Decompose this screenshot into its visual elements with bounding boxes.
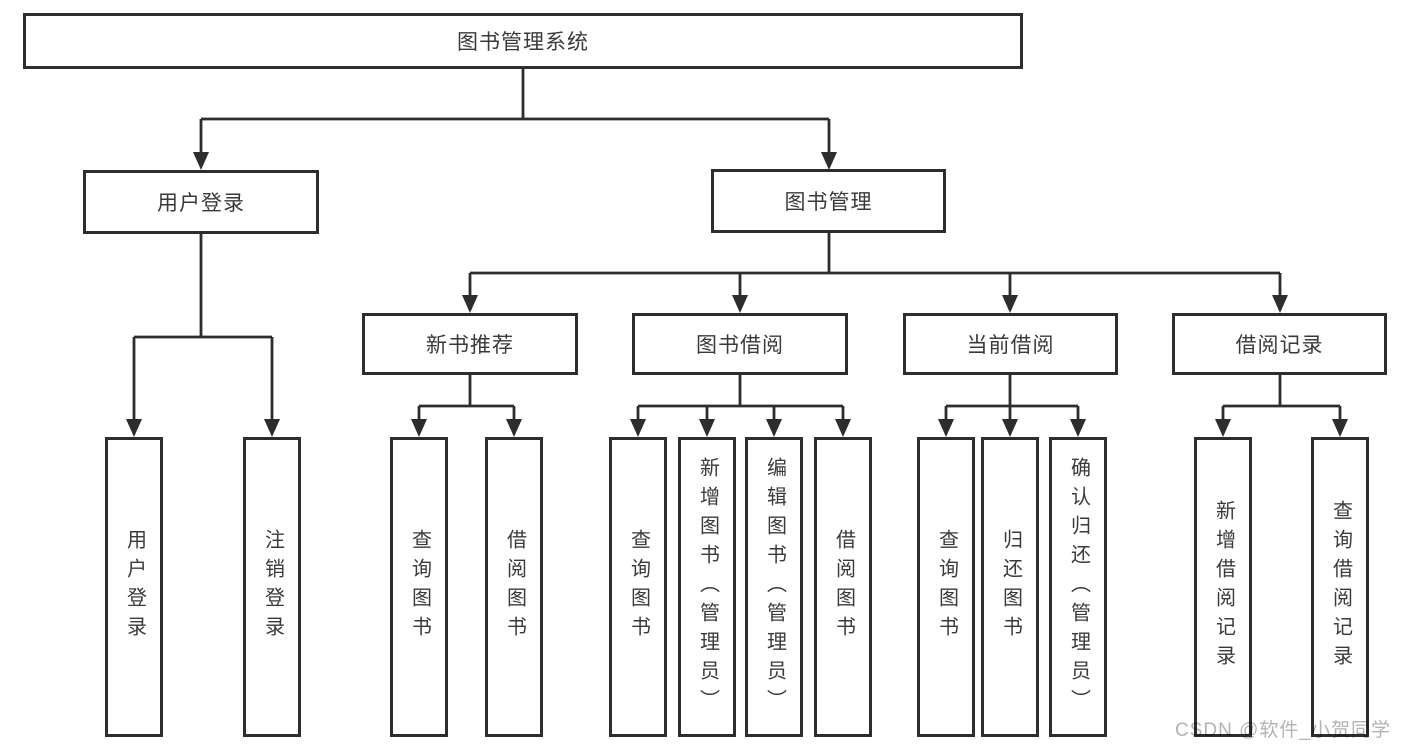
node-library-management-system: 图书管理系统 [23, 13, 1023, 69]
leaf-add-borrow-record: 新增借阅记录 [1194, 437, 1252, 737]
node-book-borrowing-label: 图书借阅 [696, 334, 784, 357]
leaf-logout-label: 注销登录 [261, 529, 284, 645]
node-current-borrowing-label: 当前借阅 [966, 334, 1055, 357]
leaf-confirm-return-admin: 确认归还（管理员） [1049, 437, 1107, 737]
leaf-borrow-book-recommend: 借阅图书 [485, 437, 543, 737]
node-borrowing-records-label: 借阅记录 [1235, 334, 1324, 357]
leaf-borrow-book-recommend-label: 借阅图书 [503, 529, 526, 645]
leaf-query-book-recommend: 查询图书 [390, 437, 448, 737]
leaf-query-book-current: 查询图书 [917, 437, 975, 737]
leaf-query-book-borrowing-label: 查询图书 [627, 529, 650, 645]
leaf-user-login: 用户登录 [105, 437, 163, 737]
leaf-borrow-book-borrowing: 借阅图书 [814, 437, 872, 737]
node-book-management-label: 图书管理 [784, 191, 873, 214]
leaf-add-book-admin-label: 新增图书（管理员） [696, 456, 719, 718]
leaf-borrow-book-borrowing-label: 借阅图书 [832, 529, 855, 645]
node-book-management: 图书管理 [711, 169, 946, 233]
leaf-query-book-borrowing: 查询图书 [609, 437, 667, 737]
node-user-login-label: 用户登录 [157, 192, 245, 215]
csdn-watermark: CSDN @软件_小贺同学 [1175, 720, 1391, 741]
leaf-edit-book-admin: 编辑图书（管理员） [745, 437, 803, 737]
node-user-login: 用户登录 [83, 170, 319, 234]
leaf-add-borrow-record-label: 新增借阅记录 [1212, 500, 1235, 674]
leaf-edit-book-admin-label: 编辑图书（管理员） [763, 456, 786, 718]
leaf-confirm-return-admin-label: 确认归还（管理员） [1067, 456, 1090, 718]
node-current-borrowing: 当前借阅 [903, 313, 1118, 375]
leaf-add-book-admin: 新增图书（管理员） [678, 437, 736, 737]
node-library-management-system-label: 图书管理系统 [457, 31, 589, 54]
leaf-return-book-label: 归还图书 [999, 529, 1022, 645]
node-new-book-recommend: 新书推荐 [362, 313, 578, 375]
leaf-logout: 注销登录 [243, 437, 301, 737]
arrowheads [126, 152, 1348, 437]
leaf-return-book: 归还图书 [981, 437, 1039, 737]
leaf-query-borrow-record-label: 查询借阅记录 [1329, 500, 1352, 674]
leaf-query-borrow-record: 查询借阅记录 [1311, 437, 1369, 737]
node-new-book-recommend-label: 新书推荐 [426, 334, 514, 357]
leaf-user-login-label: 用户登录 [123, 529, 146, 645]
node-book-borrowing: 图书借阅 [632, 313, 848, 375]
node-borrowing-records: 借阅记录 [1172, 313, 1387, 375]
leaf-query-book-current-label: 查询图书 [935, 529, 958, 645]
leaf-query-book-recommend-label: 查询图书 [408, 529, 431, 645]
